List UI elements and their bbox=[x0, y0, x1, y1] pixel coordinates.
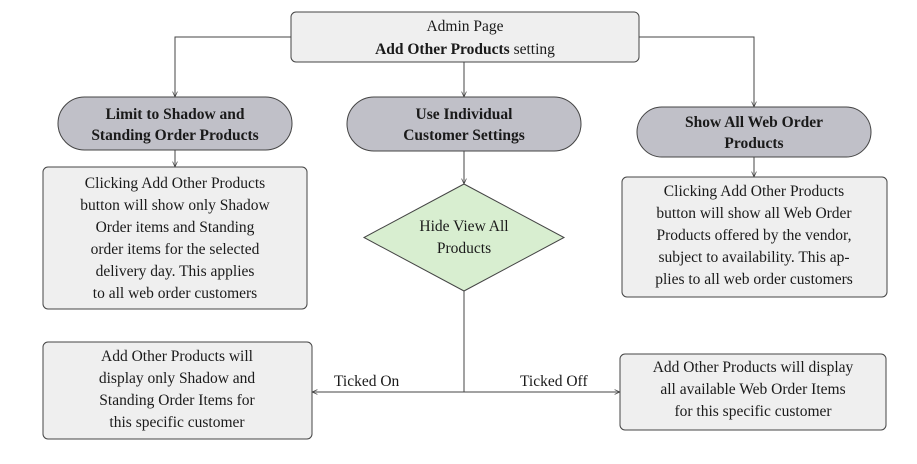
outcome-off-line: Add Other Products will display bbox=[653, 359, 854, 376]
desc-limit-line: to all web order customers bbox=[93, 285, 257, 302]
option-limit-line-1: Limit to Shadow and bbox=[105, 106, 244, 123]
outcome-on-line: Add Other Products will bbox=[101, 348, 253, 365]
outcome-on-line: Standing Order Items for bbox=[99, 392, 255, 409]
desc-showall-line: button will show all Web Order bbox=[656, 205, 852, 222]
edge-root-to-limit bbox=[175, 36, 291, 97]
decision-node: Hide View All Products bbox=[362, 183, 566, 292]
edge-root-to-showall bbox=[639, 36, 754, 107]
outcome-off-line: for this specific customer bbox=[674, 403, 832, 420]
edge-label-ticked-off: Ticked Off bbox=[520, 373, 588, 390]
outcome-ticked-on-node: Add Other Products will display only Sha… bbox=[42, 341, 313, 440]
outcome-on-line: this specific customer bbox=[109, 414, 245, 431]
desc-limit-line: delivery day. This applies bbox=[96, 263, 255, 280]
option-showall-line-1: Show All Web Order bbox=[685, 114, 823, 131]
option-limit-line-2: Standing Order Products bbox=[91, 127, 258, 144]
option-limit-node: Limit to Shadow and Standing Order Produ… bbox=[57, 96, 293, 151]
root-title: Admin Page bbox=[426, 18, 503, 35]
outcome-off-line: all available Web Order Items bbox=[660, 381, 845, 398]
desc-showall-line: Products offered by the vendor, bbox=[657, 227, 852, 244]
desc-showall-node: Clicking Add Other Products button will … bbox=[621, 176, 888, 298]
root-setting: Add Other Products setting bbox=[375, 41, 555, 58]
desc-showall-line: plies to all web order customers bbox=[655, 271, 853, 288]
desc-limit-line: Clicking Add Other Products bbox=[85, 175, 265, 192]
desc-limit-line: Order items and Standing bbox=[96, 219, 255, 236]
edge-label-ticked-on: Ticked On bbox=[334, 373, 400, 390]
option-showall-node: Show All Web Order Products bbox=[636, 106, 872, 158]
root-node: Admin Page Add Other Products setting bbox=[290, 11, 640, 63]
decision-line-1: Hide View All bbox=[419, 218, 508, 235]
option-individual-line-2: Customer Settings bbox=[403, 127, 525, 144]
option-individual-line-1: Use Individual bbox=[416, 106, 514, 123]
decision-line-2: Products bbox=[437, 240, 491, 257]
desc-limit-line: order items for the selected bbox=[91, 241, 260, 258]
desc-limit-line: button will show only Shadow bbox=[80, 197, 270, 214]
option-showall-line-2: Products bbox=[724, 135, 783, 152]
desc-showall-line: Clicking Add Other Products bbox=[664, 183, 844, 200]
edges bbox=[175, 36, 754, 392]
option-individual-node: Use Individual Customer Settings bbox=[346, 96, 582, 152]
outcome-ticked-off-node: Add Other Products will display all avai… bbox=[619, 353, 887, 431]
desc-showall-line: subject to availability. This ap- bbox=[658, 249, 849, 266]
outcome-on-line: display only Shadow and bbox=[99, 370, 256, 387]
desc-limit-node: Clicking Add Other Products button will … bbox=[42, 166, 308, 310]
